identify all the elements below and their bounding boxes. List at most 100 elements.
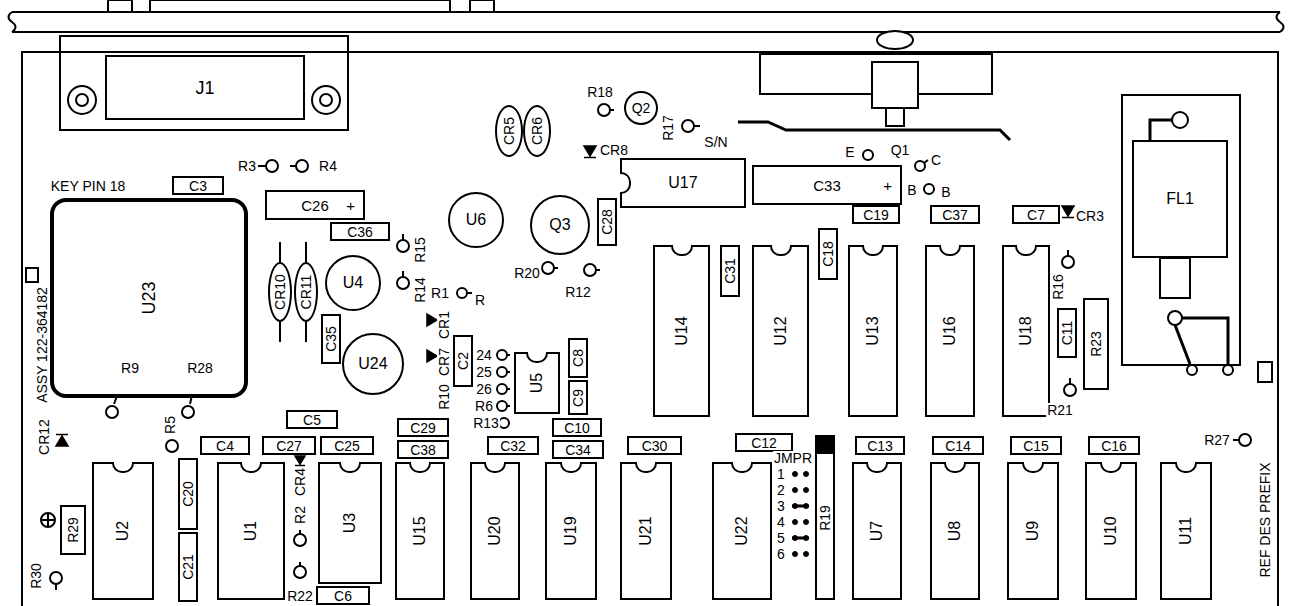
ic-outline: U21 <box>620 462 672 600</box>
ic-outline: U15 <box>395 462 445 600</box>
ic-outline: U10 <box>1085 462 1137 600</box>
ref-designator: U18 <box>1018 316 1034 345</box>
capacitor-outline: C10 <box>552 418 602 437</box>
pin1-notch <box>1100 462 1122 473</box>
ref-designator: U19 <box>563 516 579 545</box>
capacitor-outline: C12 <box>735 433 793 452</box>
ref-designator: U12 <box>772 316 788 345</box>
callout-label: CR4 <box>293 467 307 497</box>
callout-label: CR7 <box>437 347 451 377</box>
callout-label: R4 <box>318 159 338 173</box>
callout-label: 25 <box>475 365 493 379</box>
callout-label: R1 <box>430 286 450 300</box>
callout-label: R21 <box>1046 403 1074 417</box>
ref-designator: C15 <box>1023 439 1049 453</box>
resistor-outline: R23 <box>1083 298 1109 390</box>
ref-designator: C12 <box>751 436 777 450</box>
ref-designator: C35 <box>324 326 338 352</box>
callout-label: R22 <box>286 589 314 603</box>
capacitor-outline: C32 <box>487 436 539 455</box>
capacitor-outline: C7 <box>1012 205 1060 224</box>
pin1-notch <box>526 352 548 363</box>
callout-label: B <box>906 183 917 197</box>
pin1-notch <box>1022 462 1044 473</box>
ref-designator: CR5 <box>502 117 516 145</box>
ref-designator: C27 <box>276 439 302 453</box>
capacitor-outline: C15 <box>1010 436 1062 455</box>
ref-designator: C9 <box>571 389 585 407</box>
ref-designator: U1 <box>243 521 259 541</box>
callout-label: S/N <box>703 135 728 149</box>
callout-label: 26 <box>475 382 493 396</box>
polarity-band <box>817 437 833 454</box>
capacitor-outline: C26 + <box>265 190 365 220</box>
capacitor-outline: C21 <box>178 532 198 602</box>
callout-label: B <box>940 185 951 199</box>
capacitor-outline: C30 <box>627 436 682 455</box>
ref-designator: C14 <box>945 439 971 453</box>
ic-outline: U22 <box>712 462 772 600</box>
ref-designator: C8 <box>571 349 585 367</box>
callout-label: C <box>930 153 942 167</box>
filter-outline: FL1 <box>1132 140 1228 258</box>
ic-outline: U3 <box>318 462 382 584</box>
pin1-notch <box>939 245 961 256</box>
diode-outline: CR11 <box>294 262 318 322</box>
ic-outline: U13 <box>848 245 898 417</box>
ref-designator: C26 <box>301 198 329 213</box>
ic-outline: U6 <box>448 192 504 248</box>
ref-designator: U21 <box>638 516 654 545</box>
capacitor-outline: C33+ <box>752 165 902 205</box>
callout-label: R13 <box>472 416 500 430</box>
ref-designator: C2 <box>456 352 470 370</box>
ref-designator: C34 <box>565 443 591 457</box>
capacitor-outline: C19 <box>852 205 900 224</box>
ref-designator: C36 <box>347 225 373 239</box>
pin1-notch <box>1175 462 1197 473</box>
callout-label: R6 <box>474 399 494 413</box>
pin1-notch <box>944 462 966 473</box>
ref-designator: C38 <box>410 443 436 457</box>
ref-designator: C29 <box>410 421 436 435</box>
ref-designator: CR10 <box>273 274 287 310</box>
ref-designator: CR11 <box>299 275 313 310</box>
pin1-notch <box>866 462 888 473</box>
ref-designator: U15 <box>412 516 428 545</box>
polarity-mark: + <box>346 198 355 213</box>
ref-designator: U5 <box>529 373 545 393</box>
callout-label: 2 <box>776 483 786 497</box>
pin1-notch <box>671 245 693 256</box>
ref-designator: C4 <box>216 439 234 453</box>
callout-label: R18 <box>586 85 614 99</box>
ref-designator: U23 <box>140 281 158 314</box>
capacitor-outline: C38 <box>397 440 449 459</box>
ref-designator: U7 <box>869 521 885 541</box>
capacitor-outline: C16 <box>1088 436 1140 455</box>
capacitor-outline: C5 <box>286 410 338 429</box>
ref-designator: C21 <box>181 554 195 580</box>
capacitor-outline: C25 <box>320 436 374 455</box>
ref-designator: U22 <box>734 516 750 545</box>
ref-designator: U3 <box>342 513 358 533</box>
callout-label: R28 <box>186 361 214 375</box>
callout-label: JMPR <box>773 451 813 465</box>
ic-outline: U24 <box>342 333 404 395</box>
capacitor-outline: C29 <box>397 418 449 437</box>
ic-outline: U8 <box>930 462 980 600</box>
pin1-notch <box>240 462 262 473</box>
ref-designator: U8 <box>947 521 963 541</box>
ref-designator: C7 <box>1027 208 1045 222</box>
ic-outline: U11 <box>1160 462 1212 600</box>
capacitor-outline: C13 <box>855 436 905 455</box>
capacitor-outline: C8 <box>568 338 588 378</box>
callout-label: 6 <box>776 547 786 561</box>
callout-label: R9 <box>120 361 140 375</box>
pin1-notch <box>620 172 631 194</box>
ref-designator: C18 <box>821 241 835 267</box>
ic-outline: U2 <box>92 462 154 600</box>
ref-designator: C37 <box>942 208 968 222</box>
capacitor-outline: C4 <box>200 436 250 455</box>
ref-designator: C28 <box>600 209 614 235</box>
capacitor-outline: C2 <box>453 335 473 387</box>
